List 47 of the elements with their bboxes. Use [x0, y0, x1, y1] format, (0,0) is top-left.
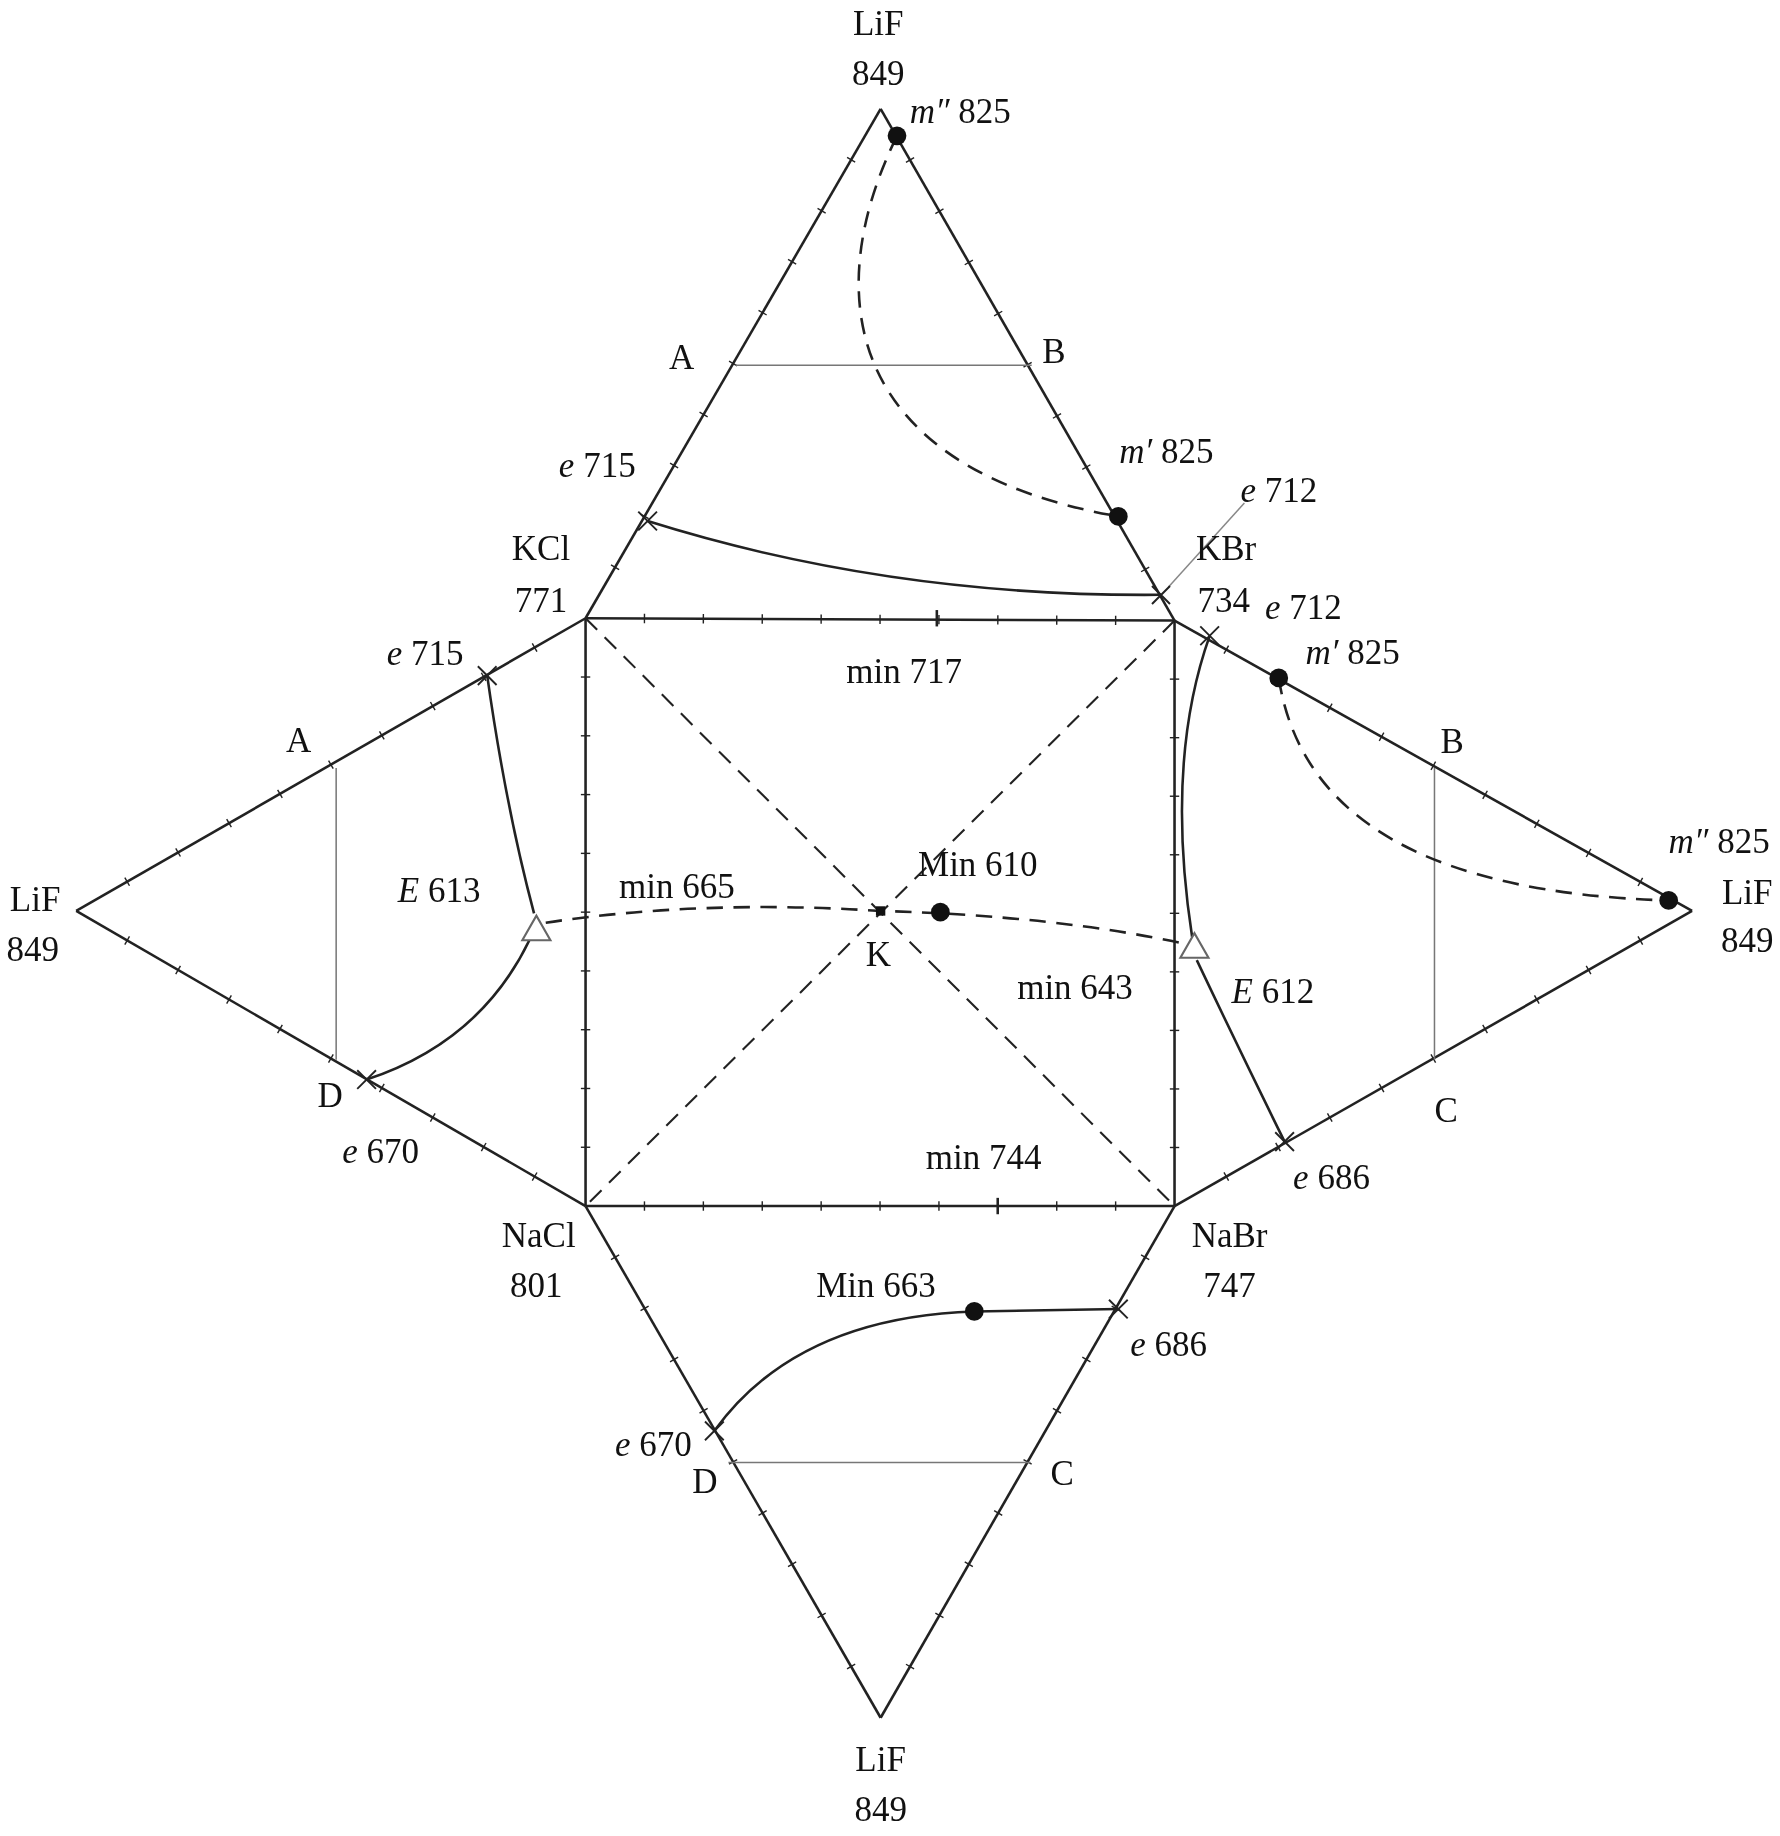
point-label: A — [285, 722, 312, 758]
point-label: m″ 825 — [1668, 823, 1770, 859]
point-label: D — [692, 1463, 718, 1499]
point-label: LiF — [855, 1741, 906, 1777]
point-label: 734 — [1197, 582, 1250, 618]
point-label: KCl — [511, 530, 571, 566]
point-label: e 686 — [1293, 1159, 1370, 1195]
point-label: 747 — [1203, 1267, 1256, 1303]
point-label: e 670 — [342, 1133, 419, 1169]
point-label: C — [1434, 1092, 1458, 1128]
point-label: min 744 — [925, 1139, 1042, 1175]
point-label: D — [317, 1077, 343, 1113]
point-label: B — [1440, 723, 1464, 759]
point-label: LiF — [1721, 874, 1773, 910]
point-label: LiF — [9, 881, 61, 917]
point-label: m″ 825 — [909, 93, 1011, 129]
point-label: NaCl — [501, 1217, 576, 1253]
leader-line — [1167, 502, 1246, 588]
point-label: min 665 — [619, 869, 735, 904]
point-label: 771 — [514, 582, 568, 618]
point-label: e 670 — [615, 1426, 692, 1462]
point-label: E 613 — [397, 872, 481, 908]
point-label: B — [1042, 333, 1066, 369]
point-label: LiF — [853, 5, 904, 41]
point-label: 801 — [510, 1267, 563, 1303]
point-label: E 612 — [1231, 973, 1315, 1009]
point-label: KBr — [1195, 530, 1257, 566]
point-label: K — [865, 936, 891, 972]
point-label: m′ 825 — [1305, 634, 1400, 670]
point-label: 849 — [852, 55, 905, 91]
point-label: 849 — [854, 1791, 907, 1827]
point-label: 849 — [1720, 922, 1774, 958]
point-label: Min 663 — [816, 1267, 936, 1303]
point-label: 849 — [6, 931, 60, 967]
point-label: e 715 — [558, 447, 636, 483]
cross-mark — [1149, 583, 1172, 606]
point-label: e 686 — [1130, 1326, 1208, 1362]
point-label: e 712 — [1240, 472, 1318, 507]
point-label: e 712 — [1265, 589, 1342, 625]
point-label: m′ 825 — [1119, 433, 1214, 469]
point-label: e 715 — [386, 635, 464, 671]
point-label: NaBr — [1191, 1217, 1268, 1253]
point-label: min 717 — [846, 653, 962, 689]
point-label: A — [668, 339, 695, 375]
point-label: min 643 — [1017, 969, 1133, 1005]
point-label: Min 610 — [918, 846, 1038, 882]
point-label: C — [1050, 1455, 1074, 1491]
